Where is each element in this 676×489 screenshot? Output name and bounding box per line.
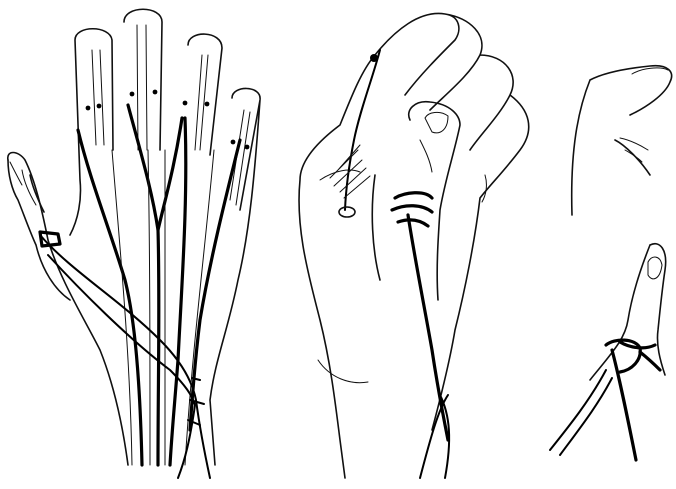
left-tendon-middle-branch: [158, 118, 182, 230]
middle-suture-ring: [339, 207, 355, 217]
middle-thumbnail: [420, 112, 448, 172]
right-top-creases: [620, 138, 648, 162]
middle-palm-creases: [318, 170, 486, 383]
right-top-finger-outline: [572, 66, 672, 215]
middle-thumb-suture: [392, 193, 432, 226]
middle-hand-drawing: [299, 13, 529, 478]
right-bottom-thumbnail: [648, 257, 662, 279]
left-thumb-outline: [8, 160, 70, 300]
right-thumb-top: [572, 66, 672, 215]
right-top-nail: [632, 68, 668, 74]
middle-crossing-strand: [420, 395, 449, 478]
left-hand-outline: [8, 9, 260, 465]
left-tendon-middle: [128, 105, 159, 465]
right-bottom-thumb-outline: [590, 244, 666, 380]
right-thumb-bottom: [550, 244, 666, 460]
middle-graft-hatching: [330, 145, 370, 198]
left-knuckle-marks: [86, 90, 250, 150]
left-hand-drawing: [8, 9, 260, 478]
left-transfer-tendon-2: [48, 255, 195, 478]
middle-suture-knot: [370, 54, 378, 62]
right-bottom-side-strand: [550, 370, 612, 455]
